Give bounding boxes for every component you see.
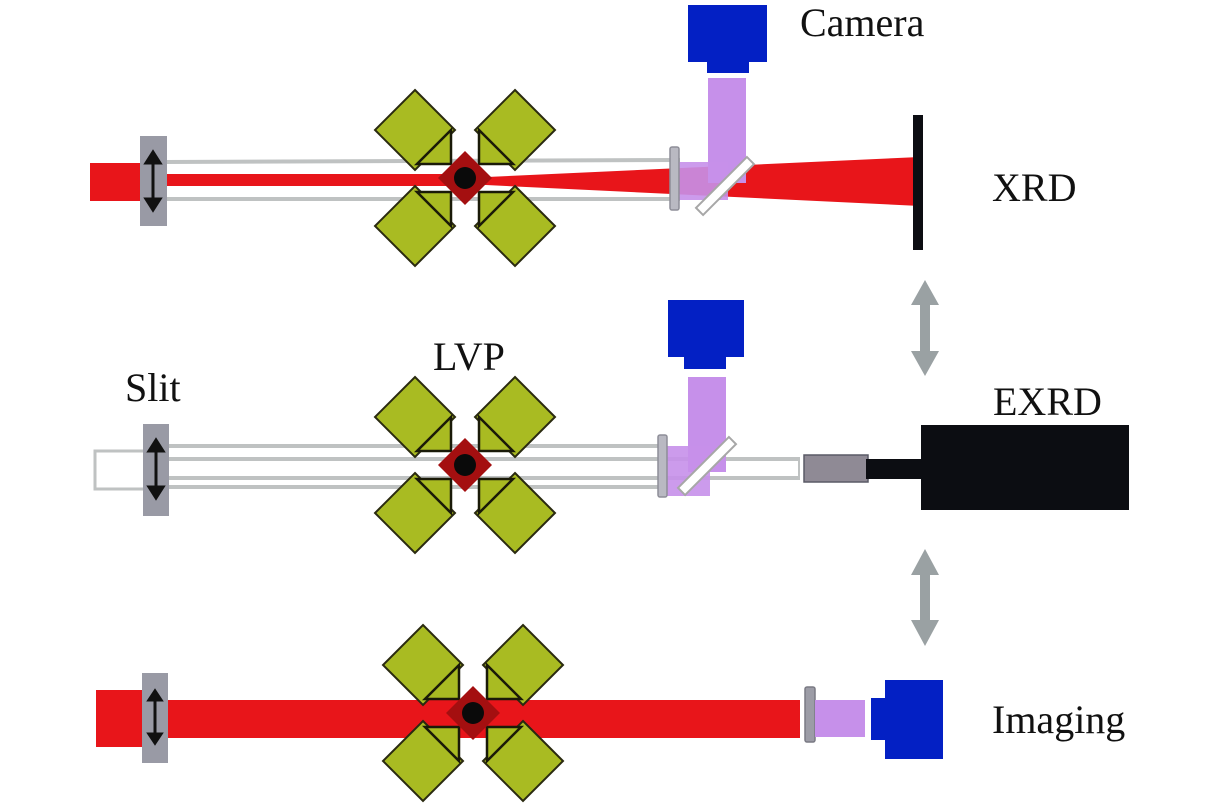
wide-beam-stub	[96, 690, 146, 747]
anvil-truncation	[413, 126, 453, 166]
camera-body	[668, 300, 744, 357]
anvil-truncation	[477, 413, 517, 453]
window-plate	[804, 686, 816, 743]
xrd-row	[90, 5, 923, 250]
anvil-truncation	[413, 413, 453, 453]
lvp-label: LVP	[433, 334, 505, 379]
slit-label: Slit	[125, 365, 181, 410]
exrd-row	[93, 300, 1129, 516]
area-detector	[913, 115, 923, 250]
collimated-beam	[160, 174, 460, 186]
camera-label: Camera	[800, 0, 925, 45]
camera-body	[885, 680, 943, 759]
xrd-label: XRD	[992, 165, 1077, 210]
lvp-press	[373, 88, 557, 268]
camera-lens	[684, 355, 726, 369]
mirror	[676, 435, 738, 497]
anvil-truncation	[413, 477, 453, 517]
lvp-press	[381, 623, 565, 803]
collimator	[803, 454, 869, 483]
detector-neck	[866, 459, 924, 479]
window-plate	[657, 434, 668, 498]
anvil-truncation	[477, 190, 517, 230]
switch-arrow-icon	[911, 280, 939, 376]
lvp-press	[373, 375, 557, 555]
anvil-truncation	[485, 725, 525, 765]
slit-arrow-icon	[143, 149, 163, 213]
camera-lens	[707, 60, 749, 73]
mirror	[694, 155, 756, 217]
anvil-truncation	[485, 661, 525, 701]
exrd-label: EXRD	[993, 379, 1102, 424]
imaging-row	[96, 673, 943, 763]
energy-dispersive-detector	[921, 425, 1129, 510]
switch-arrow-icon	[911, 549, 939, 646]
slit-arrow-icon	[146, 688, 164, 746]
anvil-truncation	[413, 190, 453, 230]
anvil-truncation	[421, 725, 461, 765]
anvil-truncation	[421, 661, 461, 701]
anvil-truncation	[477, 477, 517, 517]
sample	[454, 167, 476, 189]
anvil-truncation	[477, 126, 517, 166]
incident-beam	[90, 163, 145, 201]
imaging-label: Imaging	[992, 697, 1126, 742]
light-path-horizontal	[815, 700, 865, 737]
slit-opening-outline	[93, 449, 147, 491]
slit-arrow-icon	[146, 437, 166, 501]
window-plate	[669, 146, 680, 211]
sample	[462, 702, 484, 724]
camera-body	[688, 5, 767, 62]
camera-lens	[871, 698, 887, 740]
sample	[454, 454, 476, 476]
